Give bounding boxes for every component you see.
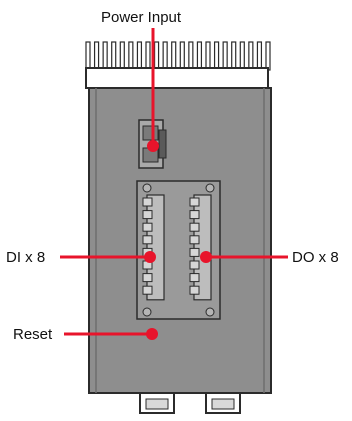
heatsink-fin — [119, 41, 125, 71]
panel-screw-top-right — [205, 183, 215, 193]
di-label: DI x 8 — [6, 249, 45, 266]
do-terminal-pin — [189, 235, 200, 245]
do-terminal-block — [189, 194, 212, 301]
power-input-marker — [147, 140, 159, 152]
di-terminal-pin — [142, 210, 153, 220]
reset-label: Reset — [13, 326, 53, 343]
di-terminal-pin — [142, 273, 153, 283]
heatsink-fin — [136, 41, 143, 71]
heatsink-fin — [162, 41, 168, 71]
heatsink-fin — [205, 41, 211, 71]
di-terminal-pin — [142, 222, 153, 232]
heatsink-fin — [85, 41, 91, 71]
heatsink-fin — [93, 41, 100, 71]
panel-screw-top-left — [142, 183, 152, 193]
do-terminal-pin — [189, 197, 200, 207]
di-terminal-block — [142, 194, 165, 301]
power-input-callout: Power Input — [101, 9, 182, 152]
heatsink-fin — [188, 41, 194, 71]
do-marker — [200, 251, 212, 263]
heatsink-fin — [239, 41, 245, 71]
di-marker — [144, 251, 156, 263]
heatsink-fin — [265, 41, 271, 71]
heatsink-fin — [171, 41, 177, 71]
reset-callout: Reset — [13, 326, 158, 343]
heatsink-fin — [128, 41, 134, 71]
heatsink-fins — [85, 41, 271, 71]
do-terminal-pin — [189, 260, 200, 270]
heatsink-base — [85, 67, 269, 89]
heatsink-fin — [153, 41, 160, 71]
do-terminal-pin — [189, 273, 200, 283]
heatsink-fin — [256, 41, 263, 71]
di-callout: DI x 8 — [6, 249, 156, 266]
heatsink-fin — [102, 41, 108, 71]
di-terminal-pin — [142, 235, 153, 245]
do-terminal-pin — [189, 247, 200, 257]
heatsink-fin — [213, 41, 220, 71]
do-label: DO x 8 — [292, 249, 339, 266]
power-input-label: Power Input — [101, 9, 182, 26]
do-terminal-pin — [189, 210, 200, 220]
heatsink-fin — [222, 41, 228, 71]
do-terminal-pin — [189, 285, 200, 295]
di-terminal-pin — [142, 197, 153, 207]
heatsink-fin — [179, 41, 185, 71]
heatsink-fin — [248, 41, 254, 71]
di-terminal-pin — [142, 285, 153, 295]
bottom-ports — [139, 392, 241, 414]
do-terminal-pin — [189, 222, 200, 232]
do-callout: DO x 8 — [200, 249, 339, 266]
panel-screw-bottom-right — [205, 307, 215, 317]
reset-marker — [146, 328, 158, 340]
heatsink-fin — [111, 41, 117, 71]
heatsink-fin — [196, 41, 203, 71]
heatsink-fin — [145, 41, 151, 71]
heatsink-fin — [231, 41, 237, 71]
panel-screw-bottom-left — [142, 307, 152, 317]
